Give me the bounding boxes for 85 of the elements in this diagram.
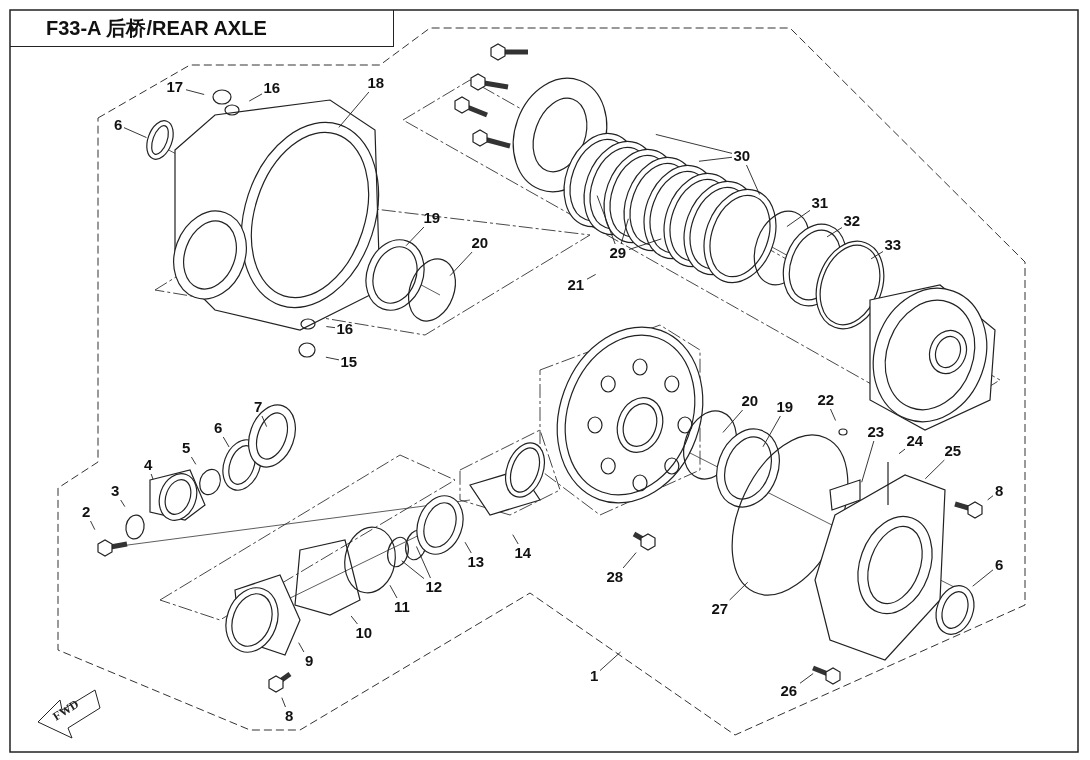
callout-number: 12: [424, 579, 444, 595]
callout-number: 15: [339, 354, 359, 370]
callout-number: 4: [143, 457, 154, 473]
leader-line: [416, 546, 431, 579]
callout-number: 13: [466, 554, 486, 570]
callout-number: 18: [366, 75, 386, 91]
callout-number: 26: [779, 683, 799, 699]
callout-number: 5: [181, 440, 192, 456]
leader-line: [628, 238, 662, 250]
callout-number: 19: [422, 210, 442, 226]
title-box: F33-A 后桥/REAR AXLE: [10, 10, 394, 47]
leader-line: [281, 697, 286, 708]
leader-line: [298, 642, 305, 653]
leader-line: [655, 134, 733, 154]
callout-number: 21: [566, 277, 586, 293]
callout-number: 22: [816, 392, 836, 408]
leader-line: [190, 456, 197, 465]
leader-line: [620, 218, 629, 245]
callout-number: 29: [608, 245, 628, 261]
leader-line: [987, 495, 994, 501]
leader-line: [338, 91, 370, 128]
callout-number: 14: [513, 545, 533, 561]
leader-line: [599, 651, 621, 672]
leader-line: [596, 195, 616, 245]
leader-line: [746, 164, 761, 195]
callout-number: 20: [470, 235, 490, 251]
callout-number: 7: [253, 399, 264, 415]
leader-line: [389, 584, 398, 599]
leader-line: [762, 415, 781, 448]
direction-label: FWD: [50, 696, 82, 725]
callout-number: 8: [284, 708, 295, 724]
callout-number: 6: [113, 117, 124, 133]
callout-number: 33: [883, 237, 903, 253]
leader-line: [449, 251, 473, 277]
leader-line: [90, 520, 96, 531]
leader-line: [586, 273, 597, 280]
callout-number: 31: [810, 195, 830, 211]
leader-line: [799, 673, 814, 684]
callout-number: 16: [262, 80, 282, 96]
leader-line: [722, 409, 744, 433]
callout-number: 28: [605, 569, 625, 585]
leader-line: [972, 569, 994, 587]
callout-number: 3: [110, 483, 121, 499]
callout-number: 23: [866, 424, 886, 440]
callout-number: 11: [393, 599, 411, 615]
leader-line: [870, 251, 884, 260]
callout-number: 1: [589, 668, 600, 684]
leader-line: [786, 209, 811, 227]
callout-number: 27: [710, 601, 730, 617]
leader-line: [464, 541, 472, 554]
callout-number: 6: [213, 420, 224, 436]
leader-line: [698, 156, 733, 162]
leader-line: [401, 560, 425, 580]
leader-line: [350, 615, 358, 625]
leader-line: [123, 127, 147, 139]
callout-number: 24: [905, 433, 925, 449]
callout-number: 32: [842, 213, 862, 229]
callout-number: 9: [304, 653, 315, 669]
callout-number: 17: [165, 79, 185, 95]
leader-line: [150, 473, 154, 480]
callout-number: 30: [732, 148, 752, 164]
leader-line: [622, 552, 637, 569]
leader-line: [826, 227, 843, 238]
leader-line: [261, 415, 268, 428]
leader-line: [120, 499, 126, 508]
leader-line: [325, 356, 340, 361]
callout-number: 25: [943, 443, 963, 459]
callout-number: 16: [335, 321, 355, 337]
leader-line: [512, 534, 519, 545]
leader-line: [729, 581, 749, 601]
callout-number: 6: [994, 557, 1005, 573]
callout-number: 8: [994, 483, 1005, 499]
leader-line: [222, 436, 230, 448]
leader-line: [185, 89, 205, 95]
leader-line: [924, 459, 945, 480]
leader-line: [248, 93, 263, 102]
leader-line: [325, 326, 336, 329]
leader-line: [861, 440, 875, 483]
callout-number: 19: [775, 399, 795, 415]
leader-line: [830, 408, 837, 421]
callout-number: 10: [354, 625, 374, 641]
leader-line: [898, 448, 906, 455]
callout-number: 2: [81, 504, 92, 520]
callout-number: 20: [740, 393, 760, 409]
leader-line: [405, 226, 425, 247]
